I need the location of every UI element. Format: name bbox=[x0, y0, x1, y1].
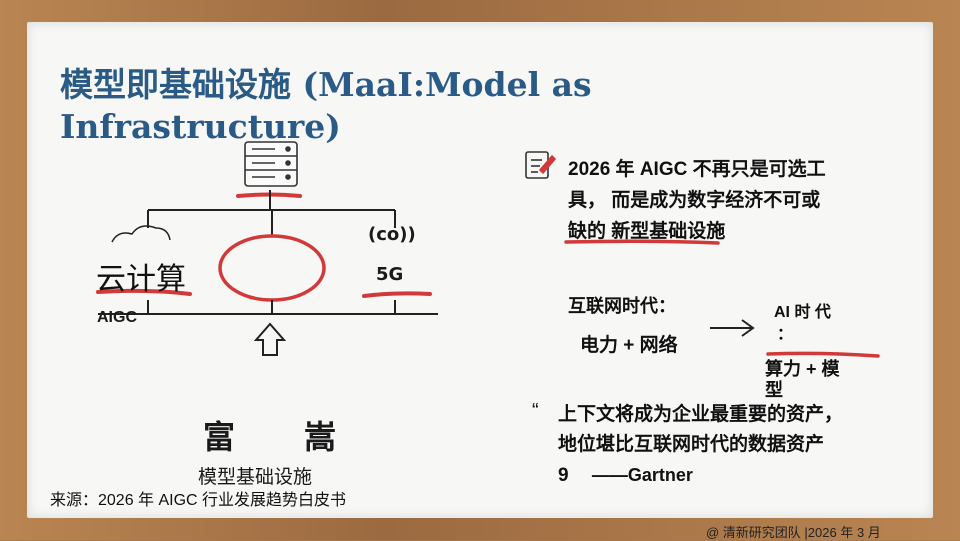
quote-block: 上下文将成为企业最重要的资产， 地位堪比互联网时代的数据资产 9 ——Gartn… bbox=[558, 400, 843, 491]
ai-era-colon: ： bbox=[777, 320, 793, 344]
up-arrow-icon bbox=[256, 324, 284, 355]
label-co: (co)) bbox=[368, 224, 416, 245]
edit-note-icon bbox=[526, 152, 555, 178]
note-line-3: 缺的 新型基础设施 bbox=[568, 216, 918, 247]
source-note: 来源：2026 年 AIGC 行业发展趋势白皮书 bbox=[50, 486, 346, 510]
label-cloud-computing: 云计算 bbox=[96, 254, 186, 298]
label-aigc: AIGC bbox=[97, 309, 137, 327]
quote-mark: “ bbox=[532, 400, 539, 423]
note-line-1: 2026 年 AIGC 不再只是可选工 bbox=[568, 154, 918, 185]
cloud-icon bbox=[112, 226, 170, 242]
quote-line-1: 上下文将成为企业最重要的资产， bbox=[558, 400, 843, 430]
label-song: 嵩 bbox=[304, 412, 336, 458]
label-rich: 富 bbox=[203, 412, 235, 458]
internet-era-label: 互联网时代： bbox=[568, 292, 676, 318]
footer-credit: @ 清新研究团队 |2026 年 3 月 bbox=[706, 522, 881, 541]
note-line-2: 具， 而是成为数字经济不可或 bbox=[568, 185, 918, 216]
quote-number: 9 bbox=[558, 465, 569, 486]
quote-line-3: 9 ——Gartner bbox=[558, 460, 843, 491]
quote-line-2: 地位堪比互联网时代的数据资产 bbox=[558, 430, 843, 460]
label-5g: 5G bbox=[376, 264, 403, 285]
internet-era-formula: 电力 + 网络 bbox=[580, 330, 678, 357]
right-arrow-icon bbox=[710, 320, 753, 336]
tree-lines bbox=[148, 190, 395, 236]
ai-era-label: AI 时 代 bbox=[774, 298, 831, 322]
5g-underline bbox=[364, 293, 430, 296]
server-icon bbox=[245, 142, 297, 186]
model-ellipse bbox=[220, 236, 324, 300]
label-model-infra: 模型基础设施 bbox=[198, 462, 312, 489]
note-aigc-infra: 2026 年 AIGC 不再只是可选工 具， 而是成为数字经济不可或 缺的 新型… bbox=[568, 154, 918, 247]
quote-source: ——Gartner bbox=[592, 465, 693, 485]
ai-era-formula-end: 型 bbox=[765, 376, 783, 402]
